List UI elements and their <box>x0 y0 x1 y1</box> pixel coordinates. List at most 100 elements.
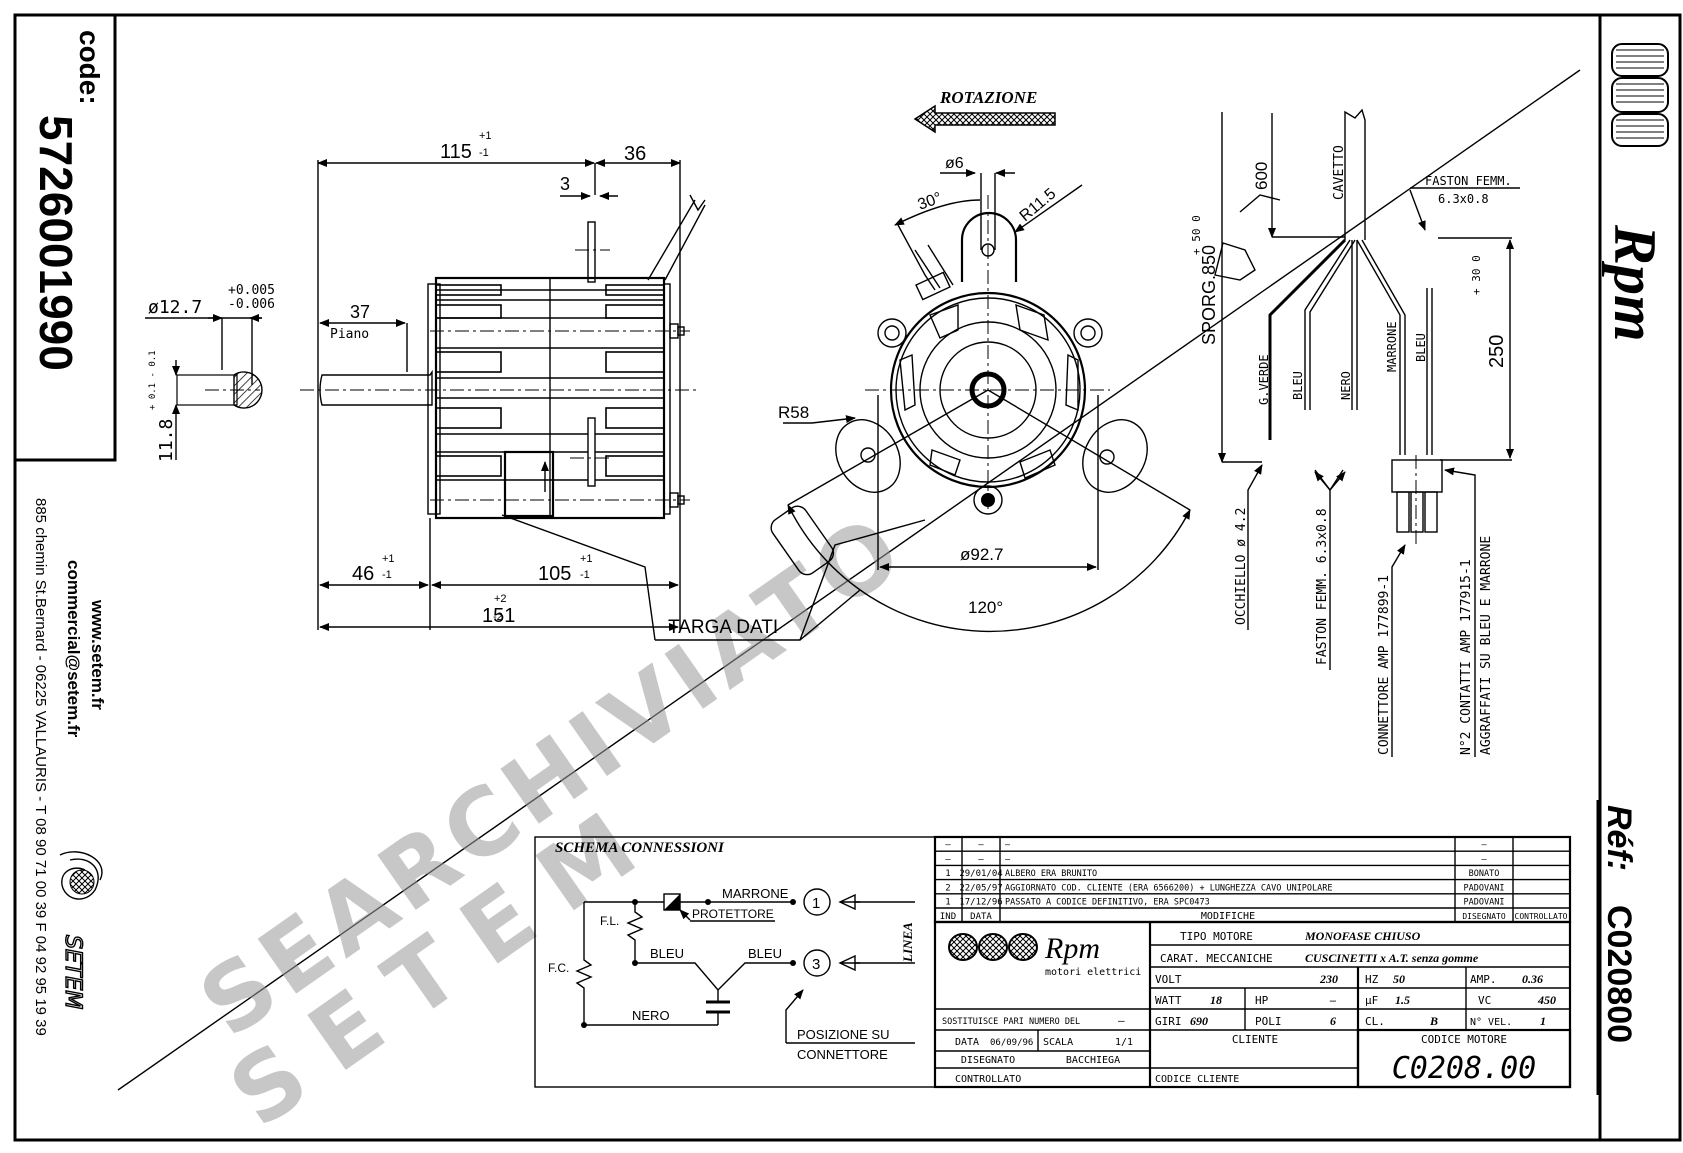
dim-105-tol-minus: -1 <box>580 569 590 581</box>
dim-115: 115 <box>440 141 472 163</box>
dim-151-tol-minus: -2 <box>493 611 503 623</box>
scale-label: SCALA <box>1043 1037 1073 1048</box>
revision-header-drawn: DISEGNATO <box>1462 912 1506 921</box>
contacts-label-1: N°2 CONTATTI AMP 177915-1 <box>1459 559 1474 755</box>
amp-value: 0.36 <box>1522 972 1543 986</box>
revision-drawn-by: PADOVANI <box>1464 898 1505 908</box>
poles-value: 6 <box>1330 1014 1336 1028</box>
code-label: code: <box>74 30 105 105</box>
hp-value: – <box>1329 993 1336 1007</box>
ref-label: Réf: <box>1600 805 1638 871</box>
revision-header-ind: IND <box>940 912 956 922</box>
volt-label: VOLT <box>1155 973 1182 986</box>
dim-37: 37 <box>350 302 370 322</box>
date-label: DATA <box>955 1037 979 1048</box>
motor-front-view: ROTAZIONE ø6 30° R11.5 <box>770 88 1191 641</box>
hp-label: HP <box>1255 994 1269 1007</box>
amp-label: AMP. <box>1470 973 1497 986</box>
rpm-logo-icon <box>1611 43 1669 147</box>
title-logo-subtitle: motori elettrici <box>1045 967 1141 978</box>
faston-top-size: 6.3x0.8 <box>1438 192 1489 206</box>
shaft-tolerance-minus: -0.006 <box>228 297 275 312</box>
motor-code-label: CODICE MOTORE <box>1421 1033 1507 1046</box>
revision-description: AGGIORNATO COD. CLIENTE (ERA 6566200) + … <box>1005 883 1333 893</box>
client-code-label: CODICE CLIENTE <box>1155 1074 1239 1085</box>
dim-105-tol-plus: +1 <box>580 553 593 565</box>
hz-value: 50 <box>1393 972 1405 986</box>
revision-header-date: DATA <box>970 912 992 922</box>
position-label-2: CONNETTORE <box>797 1047 888 1062</box>
body-diameter: ø92.7 <box>960 545 1003 564</box>
volt-value: 230 <box>1319 972 1338 986</box>
brown-wire-label: MARRONE <box>722 886 789 901</box>
revision-header-changes: MODIFICHE <box>1201 911 1255 922</box>
dim-36: 36 <box>624 143 646 165</box>
ref-value: C020800 <box>1600 905 1638 1043</box>
title-logo-brand: Rpm <box>1044 932 1100 965</box>
drawn-label: DISEGNATO <box>961 1055 1015 1066</box>
angle-30: 30° <box>916 190 945 214</box>
length-250: 250 <box>1486 335 1508 368</box>
blue-left-label: BLEU <box>650 946 684 961</box>
drawn-value: BACCHIEGA <box>1066 1055 1120 1066</box>
drawing-frame <box>13 13 1682 1142</box>
mechanical-label: CARAT. MECCANICHE <box>1160 952 1273 965</box>
radius-58: R58 <box>778 403 809 422</box>
dim-46-tol-minus: -1 <box>382 569 392 581</box>
wire-blue-1-label: BLEU <box>1291 371 1305 400</box>
mounting-hole <box>877 318 907 348</box>
hole-diameter: ø6 <box>945 155 964 172</box>
rpm-title-logo-icon <box>948 933 1038 961</box>
wire-blue-2-label: BLEU <box>1414 333 1428 362</box>
position-label-1: POSIZIONE SU <box>797 1027 889 1042</box>
motor-side-view: 115 +1 -1 36 3 37 Piano <box>300 130 861 641</box>
protrusion-length: SPORG.850 <box>1199 245 1219 345</box>
code-value: 5726001990 <box>30 115 82 371</box>
revision-drawn-by: PADOVANI <box>1464 883 1505 893</box>
mounting-hole <box>1073 318 1103 348</box>
revision-description: PASSATO A CODICE DEFINITIVO, ERA SPC0473 <box>1005 898 1210 908</box>
fl-label: F.L. <box>600 914 619 928</box>
hz-label: HZ <box>1365 973 1379 986</box>
revision-date: 29/01/04 <box>959 869 1002 879</box>
revision-description: ALBERO ERA BRUNITO <box>1005 869 1097 879</box>
length-600: 600 <box>1252 162 1271 190</box>
angle-120: 120° <box>968 598 1003 617</box>
motor-type-label: TIPO MOTORE <box>1180 930 1253 943</box>
protrusion-tolerance: + 50 0 <box>1190 215 1203 255</box>
class-value: B <box>1429 1014 1438 1028</box>
motor-code-value: C0208.00 <box>1392 1051 1537 1086</box>
email-link[interactable]: commercial@setem.fr <box>64 560 83 738</box>
website-link[interactable]: www.setem.fr <box>88 599 107 710</box>
revision-drawn-by: BONATO <box>1469 869 1500 879</box>
revision-drawn-by: – <box>1481 855 1487 865</box>
setem-logo-icon <box>59 851 103 900</box>
wire-brown-label: MARRONE <box>1385 321 1399 372</box>
nameplate-label: TARGA DATI <box>668 617 778 638</box>
faston-top-label: FASTON FEMM. <box>1425 174 1512 188</box>
revision-index: 2 <box>945 883 950 893</box>
shaft-section-detail: ø12.7 +0.005 -0.006 11.8 + 0.1 - 0.1 <box>145 283 275 462</box>
rotation-label: ROTAZIONE <box>939 88 1037 107</box>
scale-value: 1/1 <box>1115 1037 1133 1048</box>
vc-value: 450 <box>1537 993 1556 1007</box>
shaft-diameter: ø12.7 <box>148 297 202 318</box>
flat-tolerance: + 0.1 - 0.1 <box>148 350 158 410</box>
code-box <box>13 13 117 462</box>
archive-watermark: SEARCHIVIATO SETEM <box>117 69 1581 1148</box>
connector-label: CONNETTORE AMP 177899-1 <box>1377 575 1392 755</box>
rpm-brand: Rpm <box>1602 224 1668 342</box>
uf-label: µF <box>1365 994 1378 1007</box>
plane-label: Piano <box>330 327 369 342</box>
wire-green-label: G.VERDE <box>1257 354 1271 405</box>
length-250-tolerance: + 30 0 <box>1470 255 1483 295</box>
poles-label: POLI <box>1255 1015 1282 1028</box>
dim-105: 105 <box>538 563 571 585</box>
eyelet-label: OCCHIELLO ø 4.2 <box>1234 508 1249 625</box>
pin-1: 1 <box>812 895 820 912</box>
pin-3: 3 <box>812 956 820 973</box>
protector-label: PROTETTORE <box>692 907 774 921</box>
dim-46: 46 <box>352 563 374 585</box>
replaces-value: – <box>1118 1014 1125 1027</box>
